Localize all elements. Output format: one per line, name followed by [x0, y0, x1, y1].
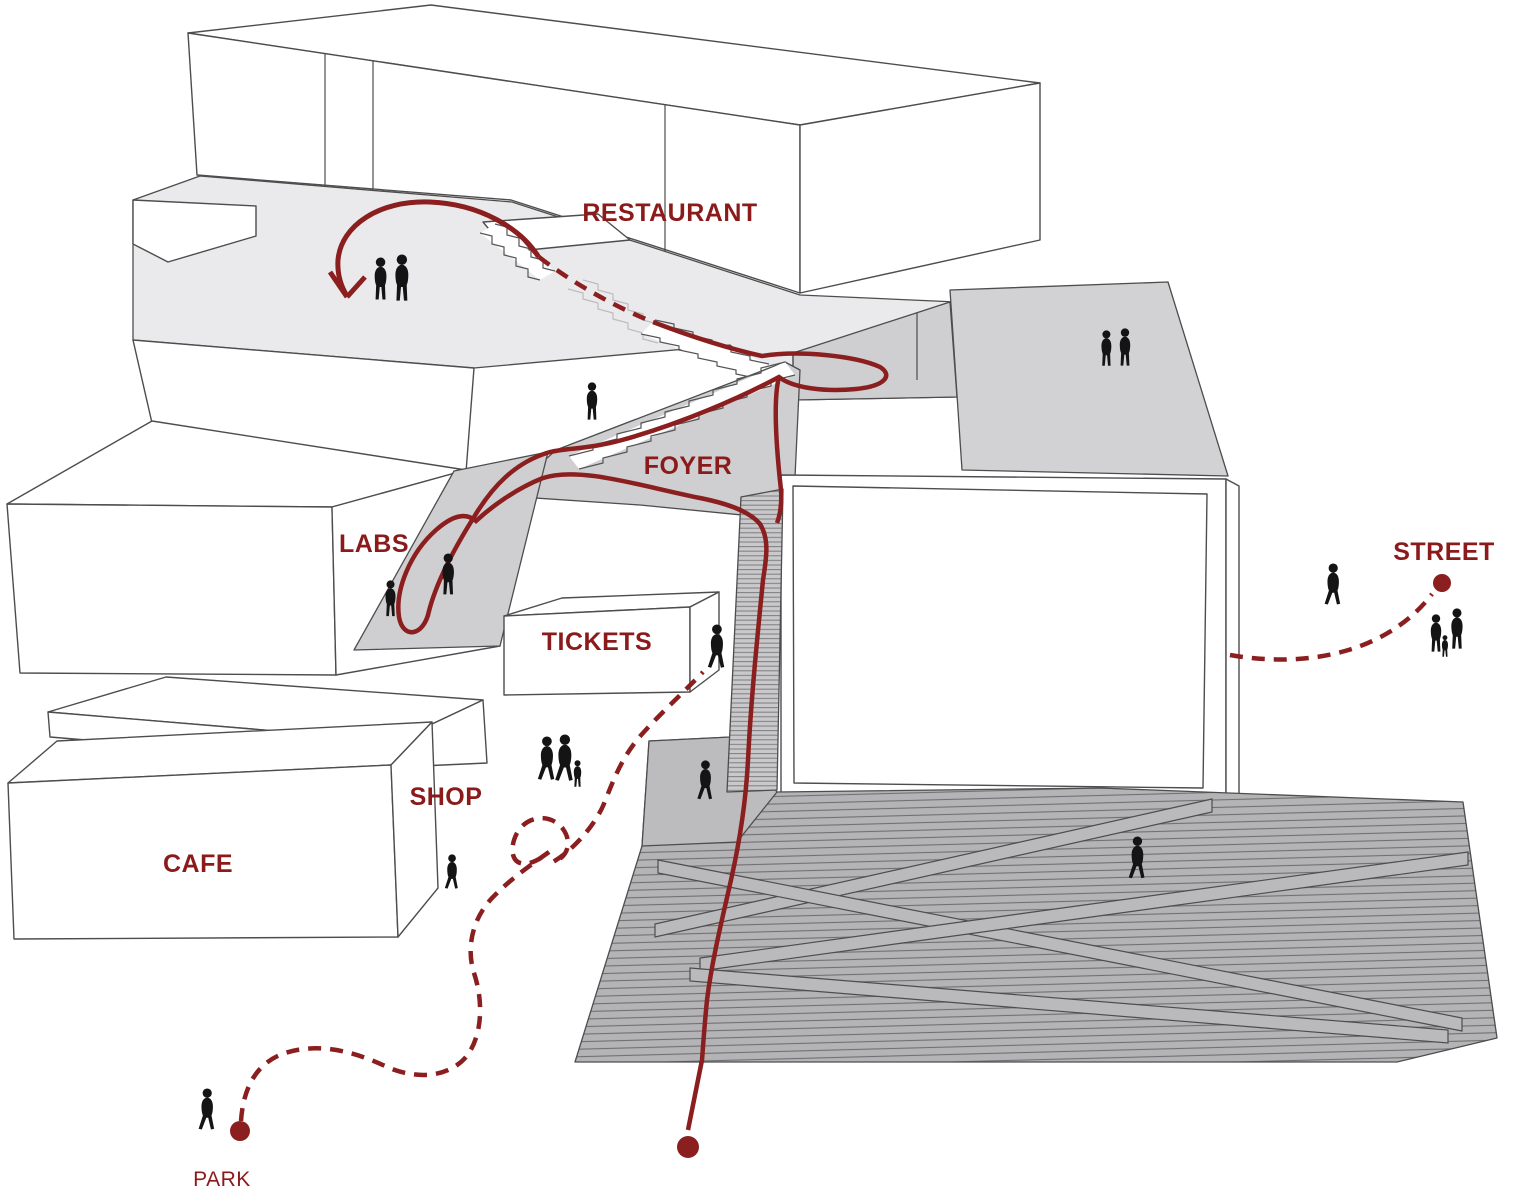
street-entry-dot	[1433, 574, 1451, 592]
restaurant-volume	[187, 4, 1041, 294]
label-labs: LABS	[339, 530, 409, 558]
person-street-family	[1451, 608, 1463, 649]
roof-terrace	[949, 281, 1229, 477]
route-restaurant-arrow	[335, 199, 541, 298]
tickets-volume	[503, 591, 720, 696]
person-family-adult	[537, 736, 555, 780]
stair-flight-foyer-band	[569, 362, 795, 469]
arrowhead-icon	[327, 270, 367, 299]
route-stair-upper	[519, 234, 541, 259]
plaza-ramp	[657, 859, 1463, 1032]
plaza-ramp	[689, 967, 1449, 1044]
route-stair-hidden-dashed	[537, 255, 654, 325]
stair-flight-upper-band	[480, 224, 555, 280]
person-park	[198, 1088, 215, 1130]
route-street-dashed	[1229, 592, 1434, 662]
restaurant-front-face	[187, 32, 801, 294]
person-street-family	[1430, 614, 1442, 652]
restaurant-side-face	[799, 82, 1041, 294]
stair-flight-upper-edge	[479, 232, 541, 281]
tickets-side-face	[689, 591, 720, 693]
route-nodes	[230, 574, 1451, 1158]
labels: RESTAURANT FOYER LABS TICKETS SHOP CAFE …	[163, 199, 1495, 1191]
plaza	[574, 488, 1498, 1063]
floor-opening	[132, 199, 257, 263]
person-family-child	[573, 760, 582, 787]
cafe-side-face	[390, 721, 439, 938]
park-entry-dot	[230, 1121, 250, 1141]
label-tickets: TICKETS	[542, 628, 652, 656]
stair-flight-mid-band	[641, 320, 769, 378]
stair-flight-mid-edge	[640, 333, 756, 379]
stair-flight-upper	[494, 223, 556, 272]
route-landing-drop	[773, 376, 784, 524]
label-restaurant: RESTAURANT	[582, 199, 757, 227]
labs-front-face	[6, 503, 337, 676]
person-street	[1324, 563, 1341, 605]
person-near-cafe	[444, 854, 458, 889]
circulation-routes	[238, 199, 1434, 1131]
person-family-adult	[555, 734, 573, 781]
label-cafe: CAFE	[163, 850, 233, 878]
label-street: STREET	[1393, 538, 1495, 566]
facade-frame	[792, 485, 1208, 789]
person-street-child	[1441, 635, 1448, 657]
plaza-ramp	[654, 798, 1213, 938]
label-shop: SHOP	[410, 783, 483, 811]
restaurant-partition-lines	[324, 53, 666, 252]
label-park: PARK	[193, 1168, 251, 1191]
person-foyer	[586, 382, 598, 420]
route-interior-main	[396, 319, 889, 1131]
label-foyer: FOYER	[644, 452, 733, 480]
plaza-exit-dot	[677, 1136, 699, 1158]
route-park-dashed	[238, 670, 705, 1122]
cafe-volume	[7, 721, 439, 940]
